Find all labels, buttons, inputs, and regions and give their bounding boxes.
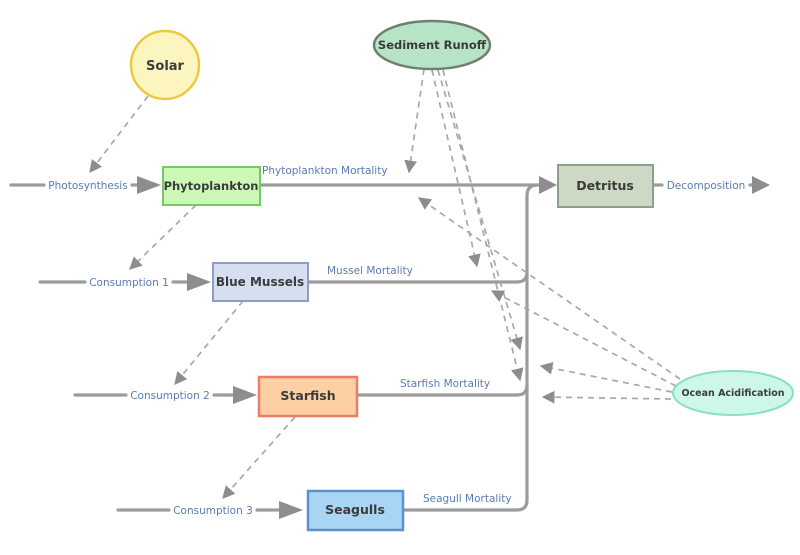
nodes: Solar Sediment Runoff Phytoplankton Blue… [129,19,794,532]
ocean-acidification-shape[interactable] [672,370,794,416]
flow-labels: Photosynthesis Consumption 1 Consumption… [48,165,745,517]
flow-arrowheads [137,176,770,519]
link-phytoplankton-to-consumption-1 [129,204,197,270]
arrowhead-into-blue-mussels [187,273,211,291]
link-blue-mussels-to-consumption-2 [174,300,244,385]
seagull-mortality-collector-line [401,183,539,512]
detritus-shape[interactable] [557,164,654,208]
arrowhead-into-starfish [233,386,257,404]
node-detritus[interactable]: Detritus [557,164,654,208]
starfish-label: Starfish [280,388,335,403]
link-ocean-acid-to-collector [539,361,673,393]
solar-shape[interactable] [129,29,201,101]
blue-mussels-label: Blue Mussels [216,275,304,289]
flow-label-consumption-1: Consumption 1 [89,277,169,289]
link-ocean-acid-to-phytoplankton-mortality [417,197,681,380]
flow-label-photosynthesis: Photosynthesis [48,180,127,192]
link-ocean-acid-to-starfish-mortality [541,390,672,404]
flow-label-phytoplankton-mortality: Phytoplankton Mortality [262,165,388,177]
node-sediment-runoff[interactable]: Sediment Runoff [372,19,492,71]
arrowhead-decomposition-out [752,176,770,194]
dashed-links [89,68,681,499]
arrowhead-into-seagulls [279,501,303,519]
link-sediment-to-phytoplankton-mortality [404,68,425,174]
detritus-label: Detritus [576,178,634,193]
node-phytoplankton[interactable]: Phytoplankton [162,166,261,206]
node-blue-mussels[interactable]: Blue Mussels [212,262,309,302]
node-ocean-acidification[interactable]: Ocean Acidification [672,370,794,416]
flow-label-decomposition: Decomposition [667,180,746,192]
phytoplankton-shape[interactable] [162,166,261,206]
flow-label-seagull-mortality: Seagull Mortality [423,493,512,505]
sediment-runoff-shape[interactable] [372,19,492,71]
node-seagulls[interactable]: Seagulls [306,489,405,532]
link-sediment-to-collector-lower [442,69,524,382]
flow-label-mussel-mortality: Mussel Mortality [327,265,413,277]
arrowhead-into-phytoplankton [137,176,161,194]
link-starfish-to-consumption-3 [222,416,296,499]
flow-label-consumption-2: Consumption 2 [130,390,210,402]
node-starfish[interactable]: Starfish [257,375,359,418]
solar-label: Solar [146,59,185,74]
link-solar-to-photosynthesis [89,95,149,174]
sediment-runoff-label: Sediment Runoff [378,38,487,52]
flow-label-consumption-3: Consumption 3 [173,505,253,517]
flow-lines [9,183,755,512]
link-ocean-acid-to-mussel-mortality [490,290,677,387]
flow-label-starfish-mortality: Starfish Mortality [400,378,490,390]
arrowhead-into-detritus [539,176,557,194]
phytoplankton-label: Phytoplankton [164,179,259,193]
ocean-acidification-label: Ocean Acidification [681,388,784,399]
starfish-shape[interactable] [257,375,359,418]
blue-mussels-shape[interactable] [212,262,309,302]
link-sediment-to-collector-upper [437,69,523,351]
link-sediment-to-mussel-mortality [431,69,481,268]
node-solar[interactable]: Solar [129,29,201,101]
seagulls-label: Seagulls [325,502,385,517]
seagulls-shape[interactable] [306,489,405,532]
